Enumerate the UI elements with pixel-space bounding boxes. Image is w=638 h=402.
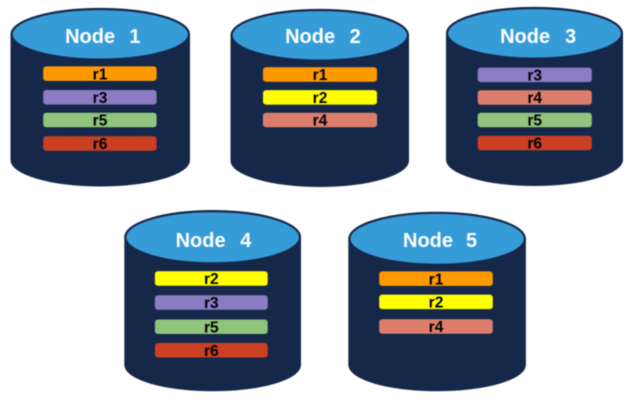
svg-text:r1: r1	[429, 271, 444, 288]
svg-text:Node: Node	[285, 26, 335, 48]
svg-text:r1: r1	[313, 67, 328, 84]
svg-text:r5: r5	[204, 319, 219, 336]
svg-text:r3: r3	[93, 90, 108, 107]
svg-text:r2: r2	[429, 295, 444, 312]
svg-text:r2: r2	[313, 90, 328, 107]
svg-text:r1: r1	[93, 66, 108, 83]
svg-text:1: 1	[129, 26, 140, 48]
svg-text:r6: r6	[93, 136, 108, 153]
svg-text:r3: r3	[204, 295, 219, 312]
svg-text:2: 2	[350, 26, 361, 48]
svg-text:r4: r4	[527, 90, 542, 107]
svg-text:Node: Node	[403, 230, 453, 252]
svg-text:Node: Node	[176, 230, 226, 252]
svg-text:Node: Node	[500, 26, 550, 48]
svg-text:r4: r4	[313, 113, 328, 130]
svg-text:3: 3	[565, 26, 576, 48]
svg-text:r6: r6	[527, 136, 542, 153]
svg-text:r5: r5	[93, 113, 108, 130]
svg-text:r5: r5	[527, 113, 542, 130]
svg-text:4: 4	[240, 230, 252, 252]
svg-text:Node: Node	[65, 26, 115, 48]
svg-text:r4: r4	[429, 319, 444, 336]
svg-text:r2: r2	[204, 271, 219, 288]
svg-text:r3: r3	[527, 68, 542, 85]
svg-text:r6: r6	[204, 343, 219, 360]
svg-text:5: 5	[466, 230, 477, 252]
